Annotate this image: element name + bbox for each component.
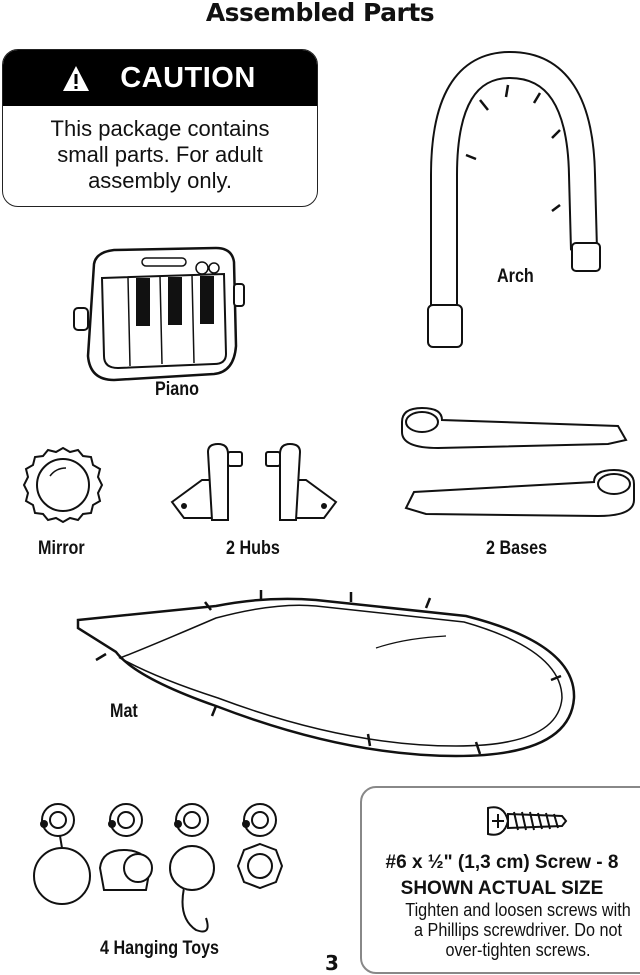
- caution-line: small parts. For adult: [57, 142, 263, 167]
- arch-illustration: [427, 50, 601, 348]
- toys-label: 4 Hanging Toys: [100, 938, 220, 959]
- screw-illustration: [487, 806, 568, 836]
- mirror-illustration: [22, 446, 104, 524]
- page-number: 3: [325, 951, 339, 975]
- mat-label: Mat: [110, 701, 138, 722]
- mat-illustration: [76, 590, 576, 758]
- mirror-label: Mirror: [38, 538, 85, 559]
- hubs-label: 2 Hubs: [226, 538, 280, 559]
- screw-actual-size: SHOWN ACTUAL SIZE: [400, 878, 604, 899]
- caution-box: CAUTION This package contains small part…: [2, 49, 318, 207]
- bases-illustration: [401, 406, 635, 518]
- arch-label: Arch: [497, 266, 534, 287]
- caution-heading: CAUTION: [120, 61, 256, 94]
- piano-label: Piano: [155, 379, 199, 400]
- bases-label: 2 Bases: [486, 538, 548, 559]
- screw-info-box: #6 x ½" (1,3 cm) Screw - 8 SHOWN ACTUAL …: [360, 786, 640, 974]
- screw-line: a Phillips screwdriver. Do not: [414, 920, 622, 940]
- piano-illustration: [73, 246, 245, 382]
- toys-illustration: [33, 803, 284, 933]
- caution-line: This package contains: [50, 116, 270, 141]
- caution-header: CAUTION: [3, 50, 317, 106]
- caution-line: assembly only.: [88, 168, 232, 193]
- screw-instructions: Tighten and loosen screws with a Phillip…: [401, 900, 635, 960]
- hubs-illustration: [170, 442, 338, 521]
- warning-icon: [63, 66, 89, 91]
- page-title: Assembled Parts: [205, 0, 435, 27]
- screw-line: Tighten and loosen screws with: [405, 900, 631, 920]
- caution-text: This package contains small parts. For a…: [3, 106, 317, 194]
- screw-line: over-tighten screws.: [445, 940, 591, 960]
- screw-title: #6 x ½" (1,3 cm) Screw - 8: [385, 852, 619, 873]
